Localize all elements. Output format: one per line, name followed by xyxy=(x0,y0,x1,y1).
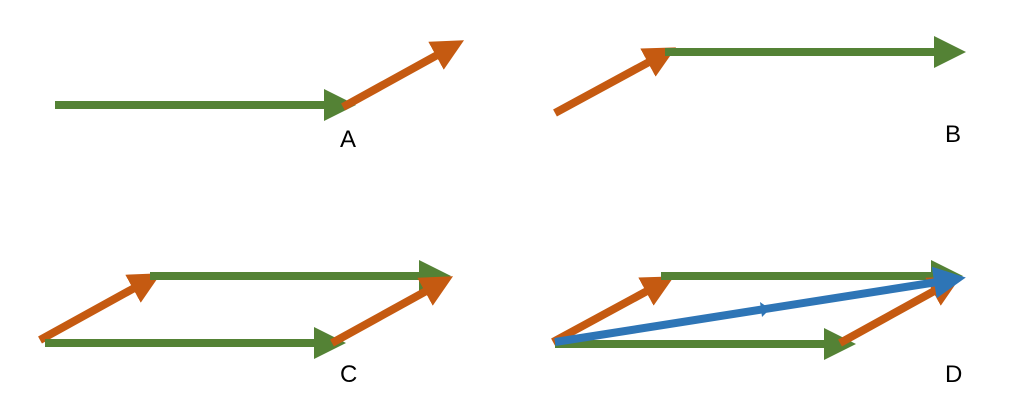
panel-a-orange-vector xyxy=(341,40,465,111)
panel-d-resultant-mid-arrow xyxy=(760,302,770,317)
panel-a-label: A xyxy=(340,126,357,153)
panel-b-label: B xyxy=(945,121,962,148)
panel-c-label: C xyxy=(340,361,358,388)
panel-d-label: D xyxy=(945,361,963,388)
panel-b-orange-vector xyxy=(553,47,677,117)
panel-c-orange-vector-1 xyxy=(38,273,162,344)
panel-d-orange-vector-1 xyxy=(551,276,675,346)
panel-d-orange-vector-2 xyxy=(838,276,962,347)
panel-d-resultant-vector xyxy=(554,266,966,346)
panel-c-orange-vector-2 xyxy=(330,276,454,347)
